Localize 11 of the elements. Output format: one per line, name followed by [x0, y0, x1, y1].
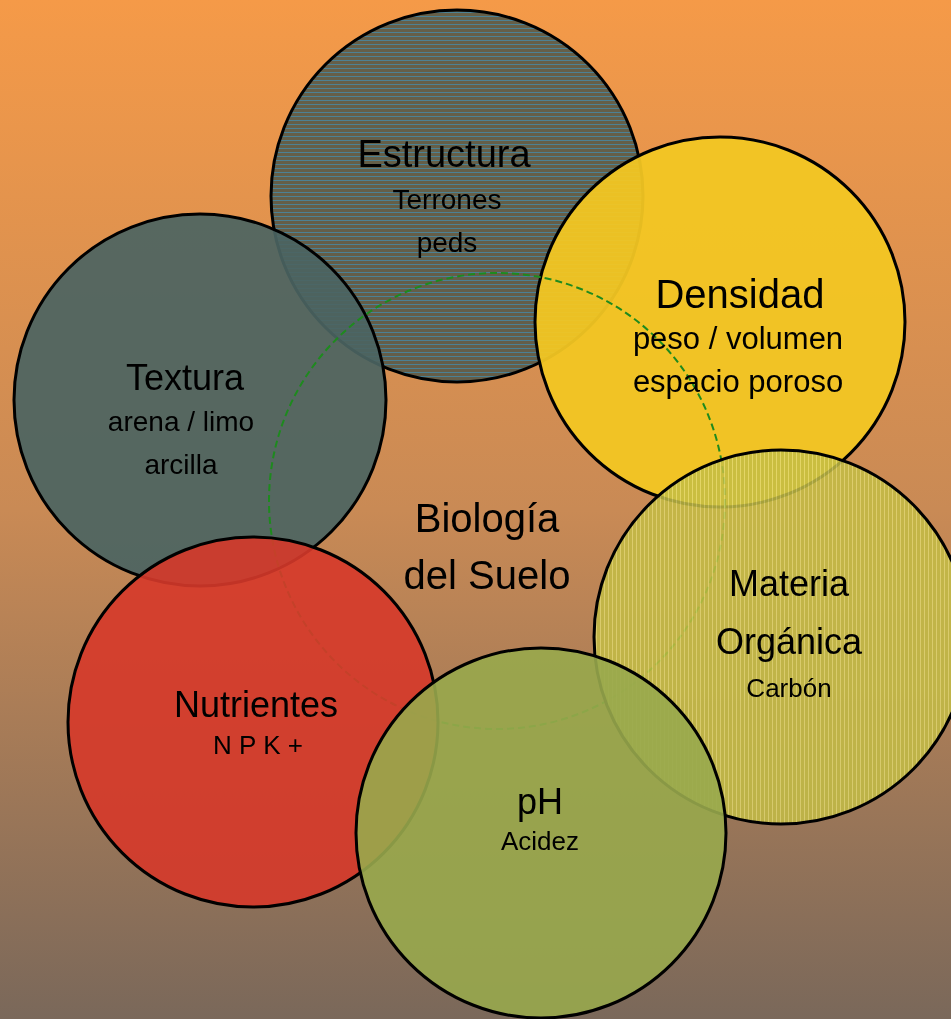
circle-subtitle: Carbón [745, 672, 833, 706]
circle-title: Textura [124, 356, 246, 400]
circle-title: Materia Orgánica [714, 562, 864, 664]
circle-subtitle: Acidez [499, 825, 580, 859]
circle-title: pH [516, 780, 564, 824]
circle-subtitle: peso / volumen espacio poroso [631, 320, 845, 401]
circle-title: Biología del Suelo [402, 495, 572, 599]
circle-title: Nutrientes [172, 683, 340, 727]
circle-subtitle: arena / limo arcilla [106, 405, 256, 483]
circle-title: Densidad [654, 271, 826, 318]
circle-subtitle: N P K + [212, 729, 304, 763]
